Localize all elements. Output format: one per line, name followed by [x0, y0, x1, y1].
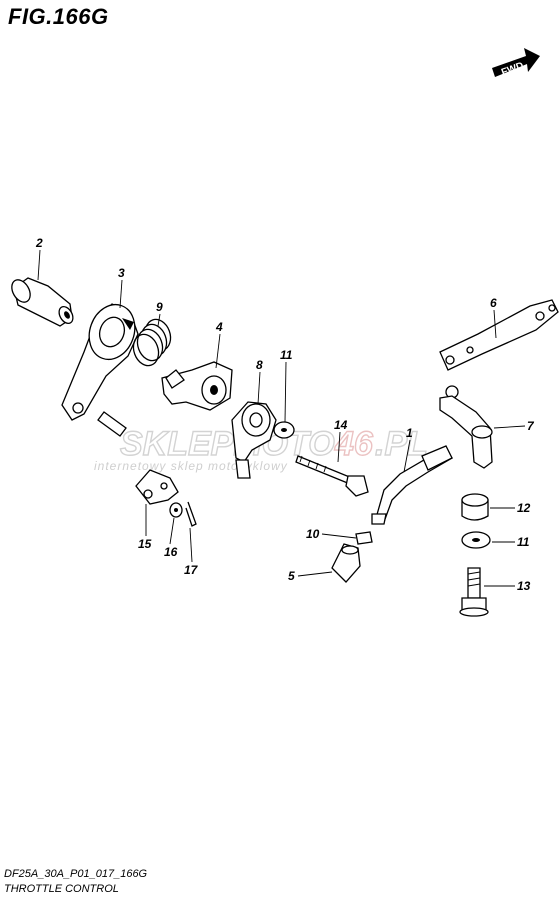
part-1-rod — [371, 445, 453, 525]
part-3-lever — [61, 303, 139, 421]
part-17-clip — [185, 501, 197, 527]
callout-14: 14 — [334, 418, 348, 432]
fwd-label: FWD — [500, 60, 525, 78]
callout-8: 8 — [256, 358, 263, 372]
callout-15: 15 — [138, 537, 152, 551]
callout-4: 4 — [215, 320, 223, 334]
part-10-nut — [355, 531, 373, 545]
watermark-tagline: internetowy sklep motocyklowy — [94, 459, 288, 473]
figure-caption: THROTTLE CONTROL — [4, 883, 119, 895]
part-11-washer-upper — [273, 421, 295, 439]
part-9-spring — [132, 318, 172, 367]
callout-12: 12 — [517, 501, 531, 515]
part-2-bushing — [11, 277, 74, 327]
part-6-lever-arm — [439, 299, 559, 371]
callout-5: 5 — [288, 569, 295, 583]
fwd-arrow-icon: FWD — [492, 48, 540, 79]
callout-11-lower: 11 — [517, 535, 530, 549]
callout-11-upper: 11 — [280, 348, 293, 362]
part-14-bolt — [295, 455, 369, 497]
callout-1: 1 — [406, 426, 413, 440]
part-16-washer — [169, 502, 183, 518]
callout-6: 6 — [490, 296, 497, 310]
callout-2: 2 — [35, 236, 43, 250]
part-11-washer-lower — [461, 531, 491, 549]
part-8-cam-plate — [231, 401, 277, 479]
part-12-collar — [461, 493, 489, 521]
part-15-link — [135, 469, 179, 505]
callouts: 2 3 9 4 8 11 14 1 6 7 12 11 13 10 5 15 1… — [35, 236, 535, 593]
part-13-bolt — [459, 567, 489, 617]
part-pin — [97, 411, 127, 437]
callout-3: 3 — [118, 266, 125, 280]
figure-title: FIG.166G — [8, 4, 109, 29]
leader-lines — [37, 249, 526, 587]
callout-10: 10 — [306, 527, 320, 541]
model-code: DF25A_30A_P01_017_166G — [4, 868, 148, 880]
callout-13: 13 — [517, 579, 531, 593]
callout-9: 9 — [156, 300, 163, 314]
callout-7: 7 — [527, 419, 535, 433]
part-4-cam — [161, 361, 233, 411]
watermark: SKLEPMOTO 46 .PL internetowy sklep motoc… — [94, 424, 429, 473]
watermark-brand-suffix: .PL — [375, 425, 428, 463]
callout-16: 16 — [164, 545, 178, 559]
callout-17: 17 — [184, 563, 199, 577]
part-5-joint — [331, 543, 361, 583]
part-7-bracket — [439, 385, 493, 469]
watermark-brand-number: 46 — [334, 425, 374, 463]
